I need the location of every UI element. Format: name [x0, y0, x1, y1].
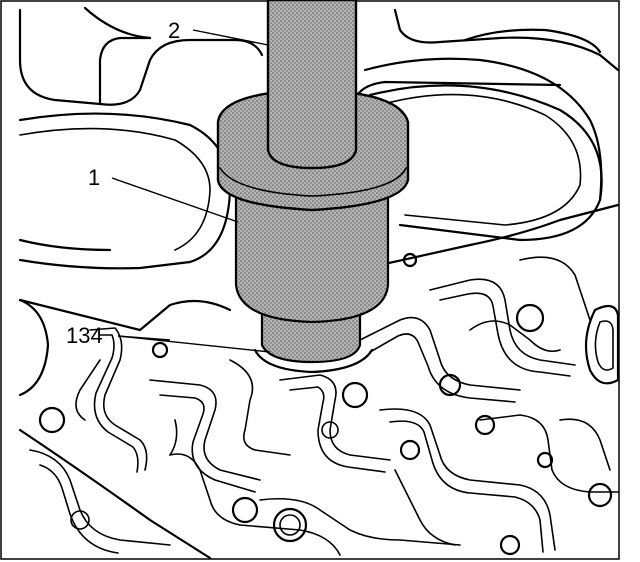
leader-line-2	[192, 29, 269, 46]
case-upper-outline	[18, 6, 620, 202]
callout-label-134: 134	[66, 323, 103, 348]
valve-body-holes	[38, 252, 613, 556]
callout-label-2: 2	[168, 18, 180, 43]
valve-body-plate	[18, 203, 620, 560]
case-left-arc	[18, 298, 50, 397]
leader-line-1	[111, 177, 239, 223]
leader-line-134b	[117, 335, 171, 341]
tool-handle	[266, 0, 358, 170]
valve-body-bore-lower-right	[584, 304, 620, 385]
valve-body-bore-right	[368, 84, 603, 242]
installer-tool-body	[234, 193, 390, 324]
installer-tool	[216, 0, 410, 374]
leader-line-134	[117, 335, 271, 353]
callout-leaders	[111, 29, 271, 353]
callout-label-1: 1	[88, 165, 100, 190]
valve-body-passages	[29, 256, 619, 556]
valve-body-bore-left	[18, 112, 232, 270]
